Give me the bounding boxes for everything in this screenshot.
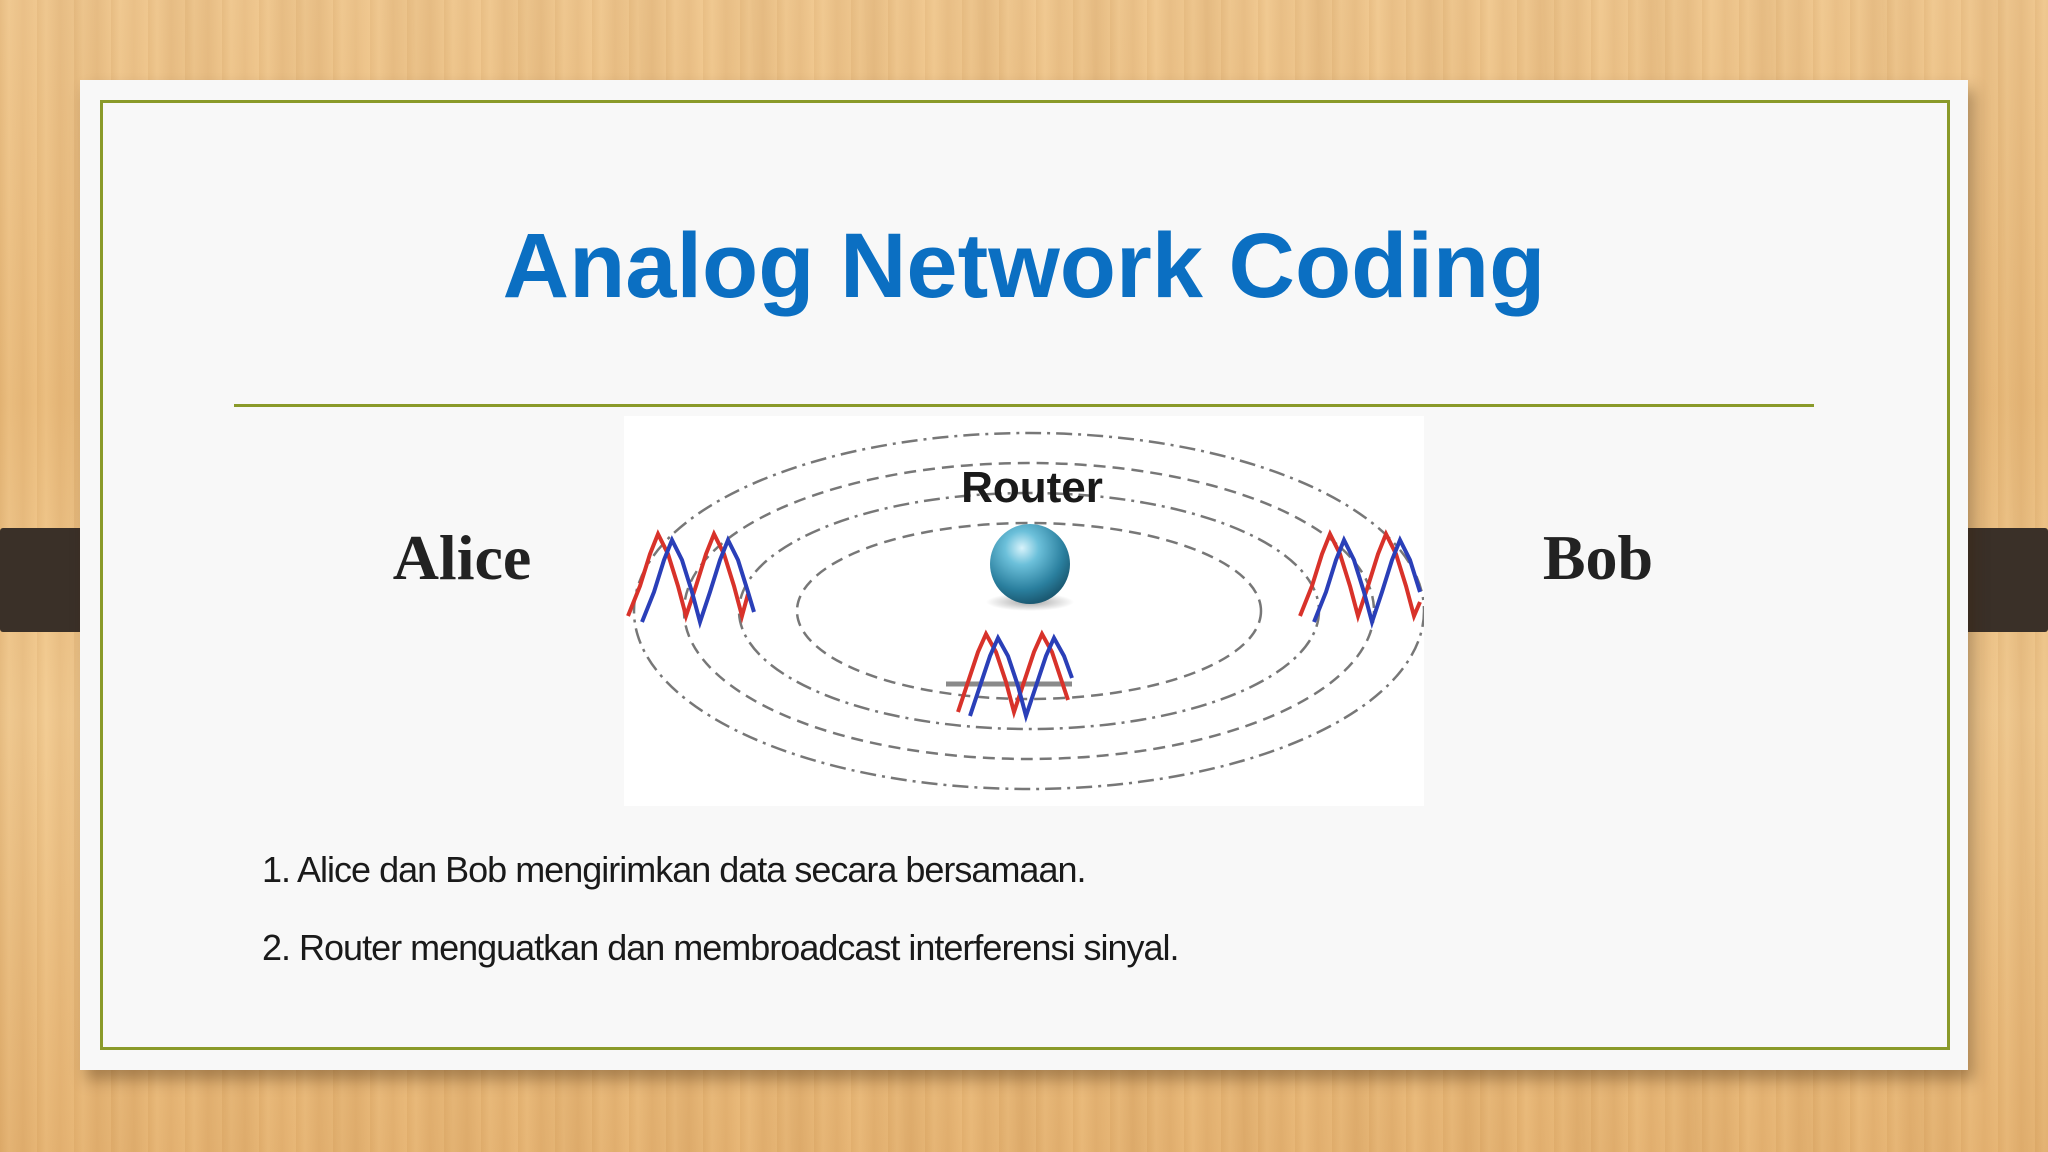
alice-wave-red xyxy=(626,529,750,624)
list-item: 2. Router menguatkan dan membroadcast in… xyxy=(262,927,1180,968)
interference-wave-red xyxy=(956,629,1070,719)
alice-label: Alice xyxy=(392,522,532,593)
network-coding-diagram: Router xyxy=(624,416,1424,806)
bullet-list: 1. Alice dan Bob mengirimkan data secara… xyxy=(262,848,1662,1004)
bob-wave-blue xyxy=(1312,535,1422,629)
bob-label: Bob xyxy=(1542,522,1654,593)
slide-frame xyxy=(100,100,1950,1050)
bob-wave-red xyxy=(1298,529,1422,623)
bob-signal-wave xyxy=(1298,529,1422,629)
router-interference-wave xyxy=(946,629,1074,723)
router-label: Router xyxy=(961,463,1103,512)
list-item: 1. Alice dan Bob mengirimkan data secara… xyxy=(262,849,1087,890)
alice-signal-wave xyxy=(626,529,756,629)
router-icon xyxy=(990,524,1070,604)
title-divider xyxy=(234,404,1814,407)
diagram-svg: Router xyxy=(626,431,1424,791)
range-ring-outer xyxy=(632,431,1424,791)
interference-wave-blue xyxy=(968,633,1074,723)
alice-wave-blue xyxy=(640,535,756,629)
slide: Analog Network Coding Alice Bob xyxy=(80,80,1968,1070)
range-ring-inner xyxy=(795,521,1263,701)
slide-title: Analog Network Coding xyxy=(502,215,1546,317)
